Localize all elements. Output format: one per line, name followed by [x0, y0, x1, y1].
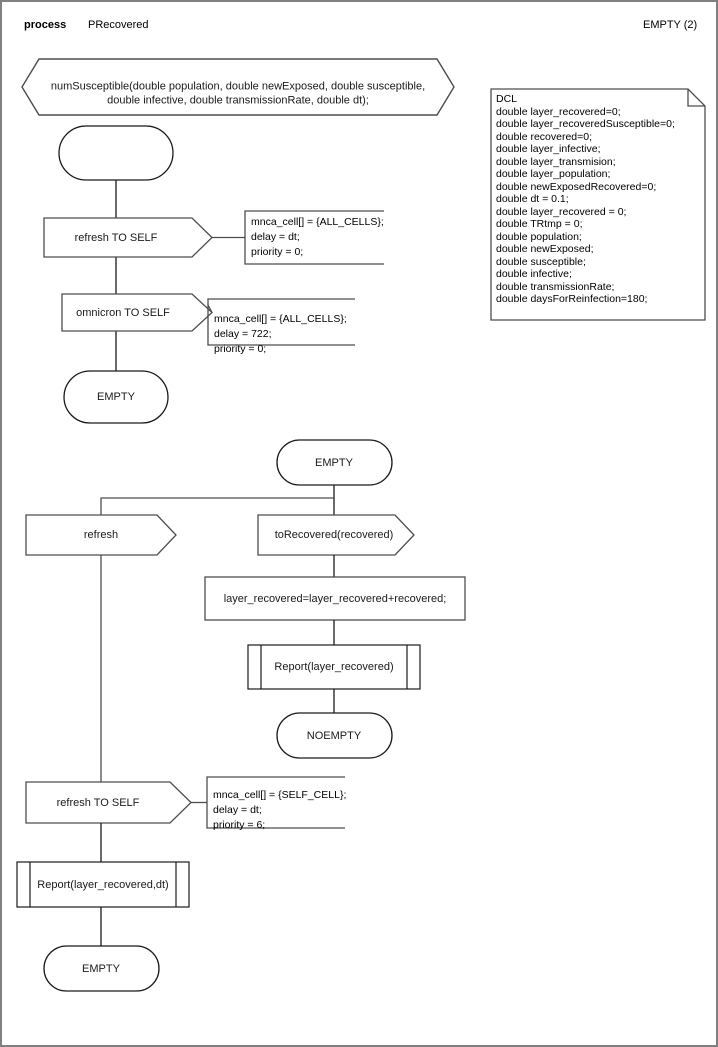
task-accumulate-shape[interactable] [204, 576, 466, 621]
declaration-line-9: double TRtmp = 0; [496, 218, 583, 230]
process-keyword: process [24, 19, 67, 31]
nextstate-noempty-shape[interactable] [276, 712, 393, 759]
nextstate-empty-3-shape[interactable] [43, 945, 160, 992]
input-torecovered[interactable] [258, 515, 414, 555]
nextstate-empty-1-label: EMPTY [97, 391, 135, 403]
declaration-note-shape[interactable] [490, 88, 706, 321]
input-refresh-label: refresh [83, 529, 119, 541]
nextstate-empty-1[interactable] [64, 371, 168, 423]
comment-2-shape [207, 298, 355, 346]
call-report-2-shape[interactable] [16, 861, 190, 908]
declaration-line-8: double layer_recovered = 0; [496, 206, 627, 218]
call-report-1[interactable] [248, 645, 420, 689]
declaration-line-6: double newExposedRecovered=0; [496, 181, 657, 193]
page-label: EMPTY (2) [643, 19, 698, 31]
declaration-line-5: double layer_population; [496, 168, 611, 180]
declaration-line-11: double newExposed; [496, 243, 594, 255]
declaration-line-15: double daysForReinfection=180; [496, 293, 648, 305]
call-report-2[interactable] [17, 862, 189, 907]
nextstate-noempty-label: NOEMPTY [306, 730, 362, 742]
call-report-2-label: Report(layer_recovered,dt) [37, 879, 169, 891]
comment-2-line1: mnca_cell[] = {ALL_CELLS}; [214, 313, 347, 325]
declaration-line-10: double population; [496, 231, 582, 243]
output-refresh-self-2-shape[interactable] [25, 781, 192, 824]
comment-2-line3: priority = 0; [214, 343, 267, 355]
nextstate-empty-3[interactable] [44, 946, 159, 991]
declaration-line-13: double infective; [496, 268, 572, 280]
input-refresh[interactable] [26, 515, 176, 555]
comment-2-line2: delay = 722; [214, 328, 272, 340]
process-name: PRecovered [88, 19, 149, 31]
comment-leader-2 [207, 304, 213, 313]
task-accumulate[interactable] [205, 577, 465, 620]
comment-3-shape [206, 776, 345, 829]
start-state[interactable] [59, 126, 173, 180]
nextstate-empty-3-label: EMPTY [82, 963, 120, 975]
task-accumulate-label: layer_recovered=layer_recovered+recovere… [223, 593, 447, 605]
declaration-title: DCL [496, 93, 518, 105]
procedure-signature-box[interactable] [22, 59, 454, 115]
state-empty-2-label: EMPTY [315, 457, 353, 469]
comment-1-line2: delay = dt; [251, 231, 300, 243]
declaration-line-12: double susceptible; [496, 256, 586, 268]
declaration-line-2: double recovered=0; [496, 131, 593, 143]
output-refresh-self-1[interactable] [44, 218, 212, 257]
output-refresh-self-2-label: refresh TO SELF [56, 797, 140, 809]
output-refresh-self-1-label: refresh TO SELF [74, 232, 158, 244]
state-empty-2[interactable] [277, 440, 392, 485]
comment-1-shape [244, 210, 384, 265]
nextstate-noempty[interactable] [277, 713, 392, 758]
start-state-shape[interactable] [58, 125, 174, 181]
input-torecovered-label: toRecovered(recovered) [274, 529, 394, 541]
comment-3-line2: delay = dt; [213, 804, 262, 816]
input-torecovered-shape[interactable] [257, 514, 415, 556]
comment-1-line1: mnca_cell[] = {ALL_CELLS}; [251, 216, 384, 228]
call-report-1-shape[interactable] [247, 644, 421, 690]
declaration-line-0: double layer_recovered=0; [496, 106, 621, 118]
declaration-note-box[interactable] [491, 89, 705, 320]
declaration-line-4: double layer_transmision; [496, 156, 616, 168]
comment-3-line3: priority = 6; [213, 819, 266, 831]
procedure-signature-shape[interactable] [21, 58, 455, 116]
nextstate-empty-1-shape[interactable] [63, 370, 169, 424]
declaration-note-fold [687, 89, 705, 107]
output-omnicron-self-shape[interactable] [61, 293, 213, 332]
declaration-line-7: double dt = 0.1; [496, 193, 569, 205]
output-omnicron-self[interactable] [62, 294, 212, 331]
connector-branch-to-refresh [100, 497, 334, 515]
output-refresh-self-2[interactable] [26, 782, 191, 823]
declaration-line-3: double layer_infective; [496, 143, 601, 155]
call-report-1-label: Report(layer_recovered) [274, 661, 394, 673]
output-omnicron-self-label: omnicron TO SELF [76, 307, 170, 319]
output-refresh-self-1-shape[interactable] [43, 217, 213, 258]
comment-3-line1: mnca_cell[] = {SELF_CELL}; [213, 789, 347, 801]
comment-1-line3: priority = 0; [251, 246, 304, 258]
input-refresh-shape[interactable] [25, 514, 177, 556]
declaration-line-14: double transmissionRate; [496, 281, 615, 293]
declaration-line-1: double layer_recoveredSusceptible=0; [496, 118, 675, 130]
